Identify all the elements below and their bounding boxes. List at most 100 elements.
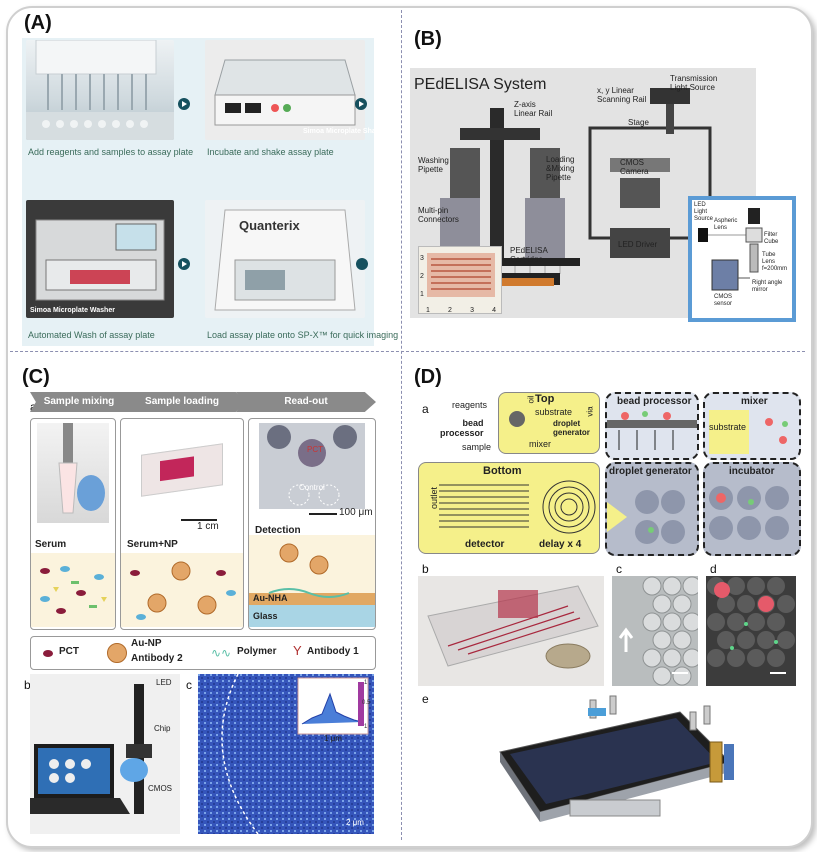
- polymer-icon: ∿∿: [211, 646, 232, 660]
- pct-spot-label: PCT: [307, 445, 323, 454]
- legend-box: PCT Au-NP Antibody 2 ∿∿ Polymer Y Antibo…: [30, 636, 376, 670]
- legend-polymer: Polymer: [237, 646, 277, 657]
- glass-label: Glass: [253, 611, 278, 621]
- label-washing-pipette: Washing Pipette: [418, 156, 449, 174]
- mixing-box: Serum: [30, 418, 116, 630]
- bead-processor-illustration: [607, 411, 697, 450]
- cartridge-photo: [418, 246, 502, 314]
- panel-d-sub-c: c: [616, 562, 622, 576]
- panel-c-sub-b: b: [24, 678, 31, 692]
- droplets-fluorescence: [706, 576, 796, 686]
- au-nha-label: Au-NHA: [253, 593, 288, 603]
- ruler-tick: 3: [470, 307, 474, 314]
- chip-sample-area: [160, 456, 194, 482]
- chip-device-illustration: [427, 585, 599, 669]
- legend-pct: PCT: [59, 646, 79, 657]
- inset-mirror: Right angle mirror: [752, 280, 783, 293]
- arrow-icon: [355, 98, 367, 110]
- inset-filter: Filter Cube: [764, 232, 779, 245]
- optics-illustration: [698, 208, 763, 291]
- panel-d-sub-a: a: [422, 402, 429, 416]
- serum-label: Serum: [35, 539, 67, 550]
- colorbar-max: 1: [364, 680, 368, 686]
- horizontal-divider: [10, 351, 805, 352]
- droplets-brightfield-illustration: [618, 576, 698, 686]
- ruler-tick: 1: [426, 307, 430, 314]
- label-xy-rail: x, y Linear Scanning Rail: [597, 86, 647, 104]
- washer-label: Simoa Microplate Washer: [30, 307, 115, 314]
- pedelisa-illustration: [430, 88, 712, 286]
- serum-np-illustration: [121, 553, 243, 627]
- label-transmission: Transmission Light Source: [670, 74, 718, 92]
- serum-illustration: [31, 553, 115, 627]
- cmos-label: CMOS: [148, 784, 172, 793]
- readout-box: PCT Control 100 μm Detection Au-NHA Glas…: [248, 418, 376, 630]
- colorbar-min: 1: [364, 724, 368, 730]
- shaker-label: Simoa Microplate Shaker: [303, 128, 387, 135]
- droplet-generator-illustration: [607, 490, 685, 544]
- caption-incubate: Incubate and shake assay plate: [207, 147, 334, 157]
- scale-1cm-label: 1 cm: [197, 521, 219, 532]
- mixer-illustration: [765, 418, 788, 444]
- legend-au-np: Au-NP: [131, 638, 162, 649]
- bottom-chip: Bottom outlet detector delay x 4: [418, 462, 600, 554]
- control-spot-label: Control: [299, 483, 325, 492]
- zoom-incubator-label: incubator: [729, 466, 775, 477]
- chip-photo: [141, 443, 223, 497]
- loading-box: 1 cm Serum+NP: [120, 418, 244, 630]
- inset-aspheric: Aspheric Lens: [714, 218, 738, 231]
- spx-photo: Quanterix: [205, 200, 365, 318]
- heatmap-image: 1 μm 2 μm 1 0.5 1: [198, 674, 374, 834]
- label-multipin: Multi-pin Connectors: [418, 206, 459, 224]
- label-loading-pipette: Loading &Mixing Pipette: [546, 155, 575, 182]
- zoom-incubator: incubator: [703, 462, 801, 556]
- top-label: Top: [535, 393, 555, 405]
- inset-tube-lens: Tube Lens f=200mm: [762, 252, 788, 272]
- pedelisa-title: PEdELISA System: [414, 76, 547, 93]
- tube-illustration: [58, 423, 105, 514]
- bead-processor-icon: [509, 411, 525, 427]
- top-chip: Top substrate droplet generator via mixe…: [498, 392, 600, 454]
- zoom-mixer: mixer substrate: [703, 392, 801, 460]
- inset-scale-label: 1 μm: [324, 734, 342, 743]
- panel-d-sub-d: d: [710, 562, 717, 576]
- oil-label: oil: [526, 395, 536, 404]
- scale-bar-1cm: [181, 519, 217, 521]
- heatmap-scale-label: 2 μm: [346, 818, 364, 827]
- arrow-icon: [178, 258, 190, 270]
- zoom-mixer-label: mixer: [741, 396, 768, 407]
- scale-bar-100um: [309, 513, 337, 515]
- delay-label: delay x 4: [539, 539, 582, 550]
- label-stage: Stage: [628, 118, 649, 127]
- zoom-droplet-generator: droplet generator: [605, 462, 699, 556]
- legend-antibody1: Antibody 1: [307, 646, 359, 657]
- shaker-photo: [205, 40, 365, 140]
- readout-image: PCT Control: [259, 423, 365, 509]
- arrow-icon: [178, 98, 190, 110]
- caption-automated-wash: Automated Wash of assay plate: [28, 330, 155, 340]
- reagents-label: reagents: [452, 400, 488, 410]
- label-led-driver: LED Driver: [618, 240, 658, 249]
- quanterix-label: Quanterix: [239, 218, 300, 233]
- substrate-region: [709, 410, 749, 454]
- ruler-tick: 4: [492, 307, 496, 314]
- colorbar-mid: 0.5: [362, 700, 371, 706]
- panel-c-sub-c: c: [186, 678, 192, 692]
- chip-label: Chip: [154, 724, 171, 733]
- setup-photo: LED Chip CMOS: [24, 674, 180, 834]
- caption-load-plate: Load assay plate onto SP-X™ for quick im…: [207, 330, 399, 340]
- detector-label: detector: [465, 539, 505, 550]
- label-cartridge: PEdELISA Cartridge: [510, 246, 548, 264]
- bottom-label: Bottom: [483, 465, 522, 477]
- spx-illustration: [214, 209, 356, 311]
- mixer-label: mixer: [529, 439, 551, 449]
- droplets-fluorescence-illustration: [707, 577, 795, 674]
- vertical-divider: [401, 10, 402, 840]
- panel-d-sub-e: e: [422, 692, 429, 706]
- zoom-substrate-label: substrate: [709, 422, 747, 432]
- zoom-droplet-generator-label: droplet generator: [609, 466, 692, 477]
- ruler-side-tick: 1: [420, 291, 424, 298]
- panel-c-label: (C): [22, 366, 50, 388]
- ruler-ticks: 1 2 3 4: [426, 307, 496, 314]
- heatmap-illustration: [198, 674, 374, 834]
